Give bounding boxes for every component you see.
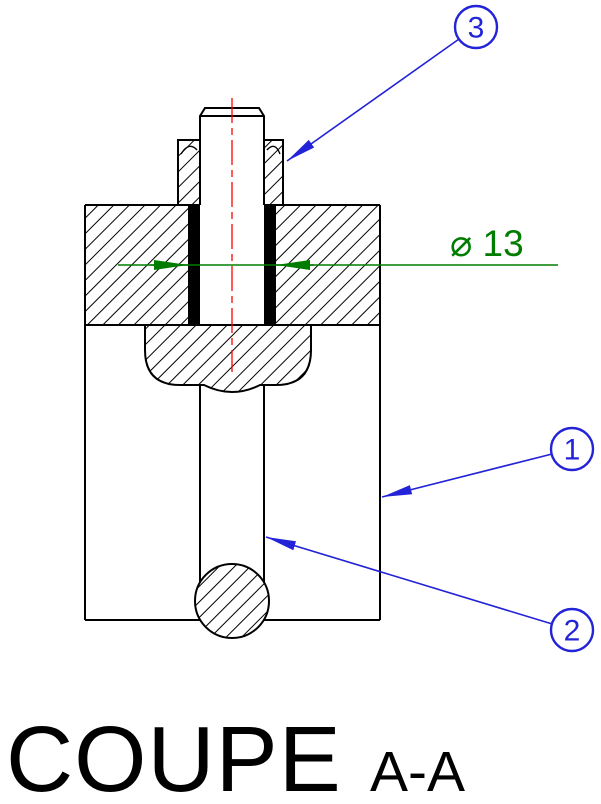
nut-outline <box>177 139 284 205</box>
view-section-label: A-A <box>370 740 465 804</box>
balloon-1-circle <box>549 426 595 472</box>
balloon-3-circle <box>453 4 499 50</box>
dimension-text: ⌀ 13 <box>450 223 524 264</box>
balloon-2-label: 2 <box>564 615 581 648</box>
body-outline <box>84 204 381 621</box>
nut-chamfer-arcs <box>180 145 281 155</box>
ball-end-section <box>194 563 270 639</box>
balloon-2: 2 <box>265 536 595 653</box>
nut-hatch-left <box>178 140 200 205</box>
balloon-1-label: 1 <box>564 434 581 467</box>
nut-hatch-right <box>264 140 283 205</box>
balloon-3-leader <box>286 38 460 162</box>
balloon-1: 1 <box>381 426 595 498</box>
balloon-2-circle <box>549 607 595 653</box>
rod-head-section <box>144 324 312 393</box>
balloon-3-label: 3 <box>468 12 485 45</box>
view-title: COUPE A-A <box>6 707 465 804</box>
view-title-text: COUPE <box>6 707 342 804</box>
balloon-2-leader <box>265 536 553 625</box>
dimension-diameter-13: ⌀ 13 <box>118 223 558 270</box>
balloon-1-leader <box>381 453 552 498</box>
balloon-3: 3 <box>286 4 499 162</box>
